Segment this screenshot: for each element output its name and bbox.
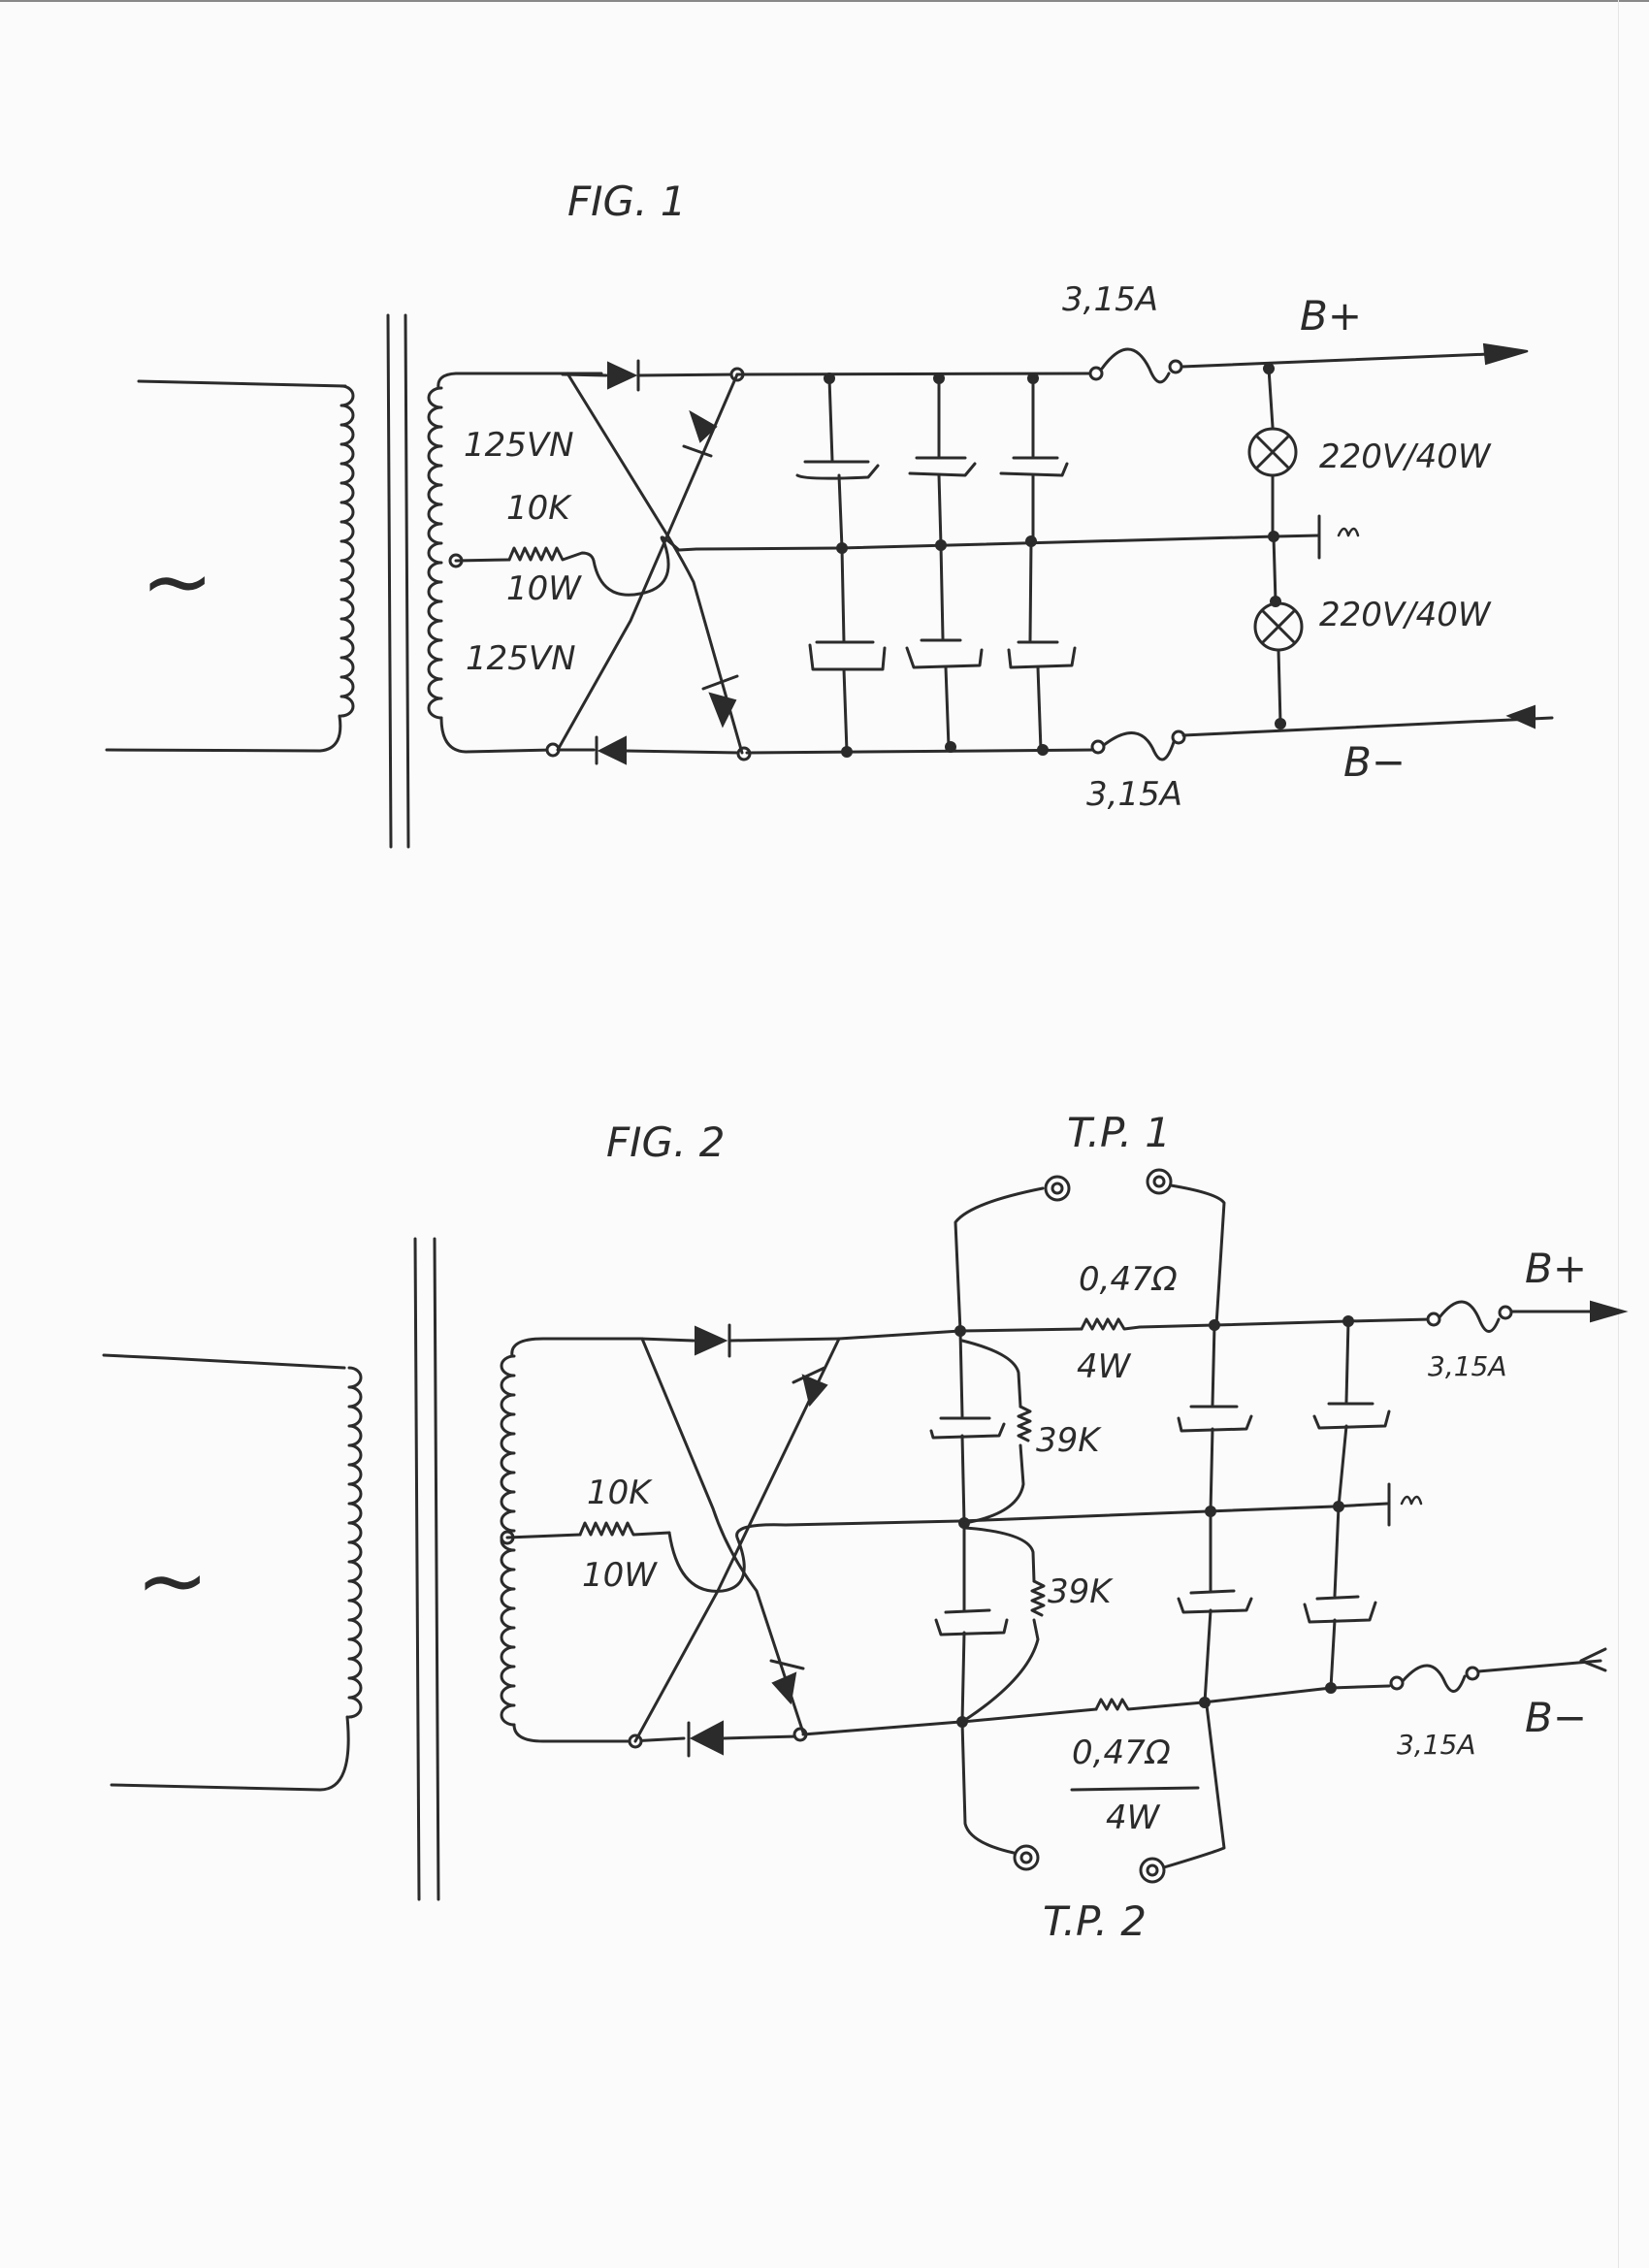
fig1-diode-bottom — [551, 735, 744, 765]
figure-1: FIG. 1 ~ 125VN 125VN 10K 10W — [105, 178, 1554, 849]
fig2-shunt-bottom — [1094, 1698, 1205, 1711]
fig2-capacitor-column-1 — [929, 1329, 1009, 1724]
fig2-output-pos-arrow — [1590, 1300, 1629, 1323]
fig2-testpoint-top-label: T.P. 1 — [1067, 1109, 1171, 1156]
fig1-output-neg-label: B− — [1343, 738, 1406, 786]
fig2-center-tap-wire — [505, 1533, 582, 1539]
fig1-winding-bottom-label: 125VN — [466, 639, 576, 678]
fig2-resistor-power: 10W — [582, 1556, 658, 1595]
fig2-bottom-rail-left — [801, 1720, 962, 1736]
fig1-output-neg-wire — [1181, 716, 1554, 737]
fig1-output-neg-arrow — [1505, 704, 1536, 729]
fig2-transformer-core — [413, 1237, 440, 1901]
fig1-top-rail — [735, 372, 1093, 376]
fig1-diode-diagonal-bottom — [701, 674, 739, 729]
fig2-top-rail-left — [837, 1329, 962, 1341]
fig2-diode-diagonal-top — [792, 1366, 828, 1408]
fig2-shunt-top-power: 4W — [1077, 1347, 1132, 1386]
fig1-transformer-core — [386, 313, 410, 849]
fig2-capacitor-column-3 — [1303, 1319, 1391, 1690]
fig1-lamp-bottom-label: 220V/40W — [1319, 596, 1492, 634]
fig1-cross-wire-a — [566, 372, 744, 755]
fig1-ac-source-symbol: ~ — [141, 531, 213, 632]
fig2-output-neg-arrow — [1579, 1647, 1607, 1672]
fig2-diode-diagonal-bottom — [769, 1659, 805, 1705]
fig2-bottom-rail-mid — [960, 1707, 1098, 1724]
fig2-center-bus — [667, 1502, 1389, 1593]
fig2-output-neg-wire — [1476, 1659, 1602, 1673]
fig2-testpoint-top — [954, 1168, 1226, 1333]
fig2-shunt-top — [1080, 1317, 1142, 1331]
fig2-fuse-top-label: 3,15A — [1428, 1350, 1507, 1382]
fig2-top-rail-right — [1138, 1317, 1433, 1329]
fig2-shunt-bottom-value: 0,47Ω — [1072, 1733, 1171, 1772]
fig2-shunt-bottom-fraction-bar — [1070, 1786, 1200, 1792]
fig1-center-tap-wire — [454, 558, 511, 563]
fig2-ac-source-symbol: ~ — [136, 1530, 209, 1632]
fig1-output-pos-wire — [1180, 352, 1491, 369]
fig2-output-neg-label: B− — [1525, 1694, 1587, 1741]
fig2-capacitor-column-2 — [1177, 1323, 1253, 1704]
fig1-fuse-top — [1088, 347, 1183, 384]
fig1-capacitor-column-1 — [795, 373, 887, 758]
fig1-resistor-value: 10K — [506, 489, 572, 528]
fig1-lamp-top-label: 220V/40W — [1319, 437, 1492, 476]
fig2-testpoint-bottom-label: T.P. 2 — [1043, 1897, 1147, 1945]
fig2-bleeder-top — [960, 1339, 1032, 1525]
fig1-resistor-power: 10W — [506, 569, 582, 608]
fig2-resistor-10k — [578, 1521, 671, 1537]
fig1-resistor-10k — [507, 546, 596, 563]
fig1-winding-top-label: 125VN — [464, 426, 574, 465]
fig2-diode-bottom — [629, 1720, 799, 1758]
fig2-cross-wire-a — [640, 1337, 805, 1734]
fig1-ground-mark — [1337, 527, 1360, 537]
fig2-shunt-bottom-power: 4W — [1106, 1798, 1161, 1837]
fig1-capacitor-column-3 — [999, 373, 1077, 756]
fig2-bleeder-bottom — [963, 1526, 1046, 1722]
fig2-output-pos-label: B+ — [1525, 1245, 1587, 1292]
fig2-title: FIG. 2 — [606, 1118, 726, 1166]
fig1-primary-winding — [105, 379, 355, 753]
fig2-fuse-bottom-label: 3,15A — [1397, 1729, 1476, 1761]
fig2-fuse-bottom — [1389, 1664, 1480, 1693]
fig1-cross-wire-b — [556, 373, 739, 752]
fig2-cross-wire-b — [633, 1337, 841, 1743]
fig1-title: FIG. 1 — [567, 178, 687, 225]
fig1-lamp-column — [1247, 363, 1304, 729]
fig2-resistor-value: 10K — [587, 1474, 653, 1512]
fig1-ground-wire — [1274, 534, 1321, 538]
scan-right-edge — [1618, 0, 1619, 2268]
fig2-fuse-top — [1426, 1300, 1513, 1333]
fig2-bleeder-bottom-label: 39K — [1048, 1572, 1114, 1611]
fig1-diode-diagonal-top — [682, 409, 718, 458]
fig1-capacitor-column-2 — [905, 373, 984, 753]
fig1-diode-top — [561, 359, 739, 392]
fig2-ground-mark — [1400, 1495, 1423, 1506]
fig2-bottom-rail-right — [1201, 1684, 1391, 1704]
figure-2: FIG. 2 T.P. 1 T.P. 2 ~ 10K 10W — [102, 1109, 1629, 1945]
fig2-secondary-winding — [500, 1337, 642, 1743]
fig1-center-bus — [592, 535, 1277, 597]
fig2-top-rail-mid — [958, 1327, 1083, 1333]
fig2-bleeder-top-label: 39K — [1036, 1421, 1102, 1460]
fig2-diode-top — [638, 1323, 841, 1358]
fig1-output-pos-label: B+ — [1300, 292, 1362, 340]
fig1-fuse-bottom — [1090, 729, 1186, 761]
fig2-shunt-top-value: 0,47Ω — [1079, 1260, 1178, 1299]
fig1-secondary-winding — [427, 372, 569, 754]
fig2-primary-winding — [102, 1353, 363, 1792]
fig1-fuse-top-label: 3,15A — [1062, 280, 1158, 319]
fig1-fuse-bottom-label: 3,15A — [1086, 775, 1182, 814]
fig1-output-pos-arrow — [1482, 342, 1529, 366]
fig2-testpoint-bottom — [960, 1703, 1226, 1884]
scan-top-edge — [0, 0, 1649, 2]
